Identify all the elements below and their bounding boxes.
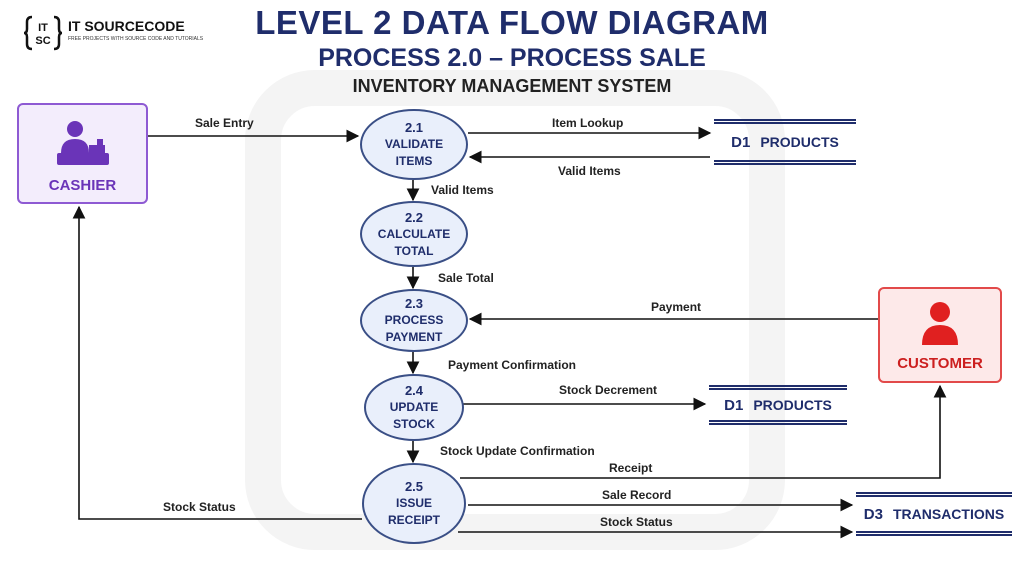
system-name: INVENTORY MANAGEMENT SYSTEM [352, 76, 672, 96]
process-name: PROCESS [384, 313, 444, 327]
flow-label-receipt: Receipt [609, 461, 653, 475]
process-name: ITEMS [395, 154, 433, 168]
datastore-name: PRODUCTS [753, 397, 832, 413]
process-number: 2.3 [404, 296, 424, 311]
process-2-2: 2.2 CALCULATE TOTAL [360, 201, 468, 267]
process-name: UPDATE [389, 400, 439, 414]
brand-tagline: FREE PROJECTS WITH SOURCE CODE AND TUTOR… [68, 36, 204, 42]
datastore-d1-products-2: D1 PRODUCTS [709, 385, 847, 425]
process-2-5: 2.5 ISSUE RECEIPT [362, 463, 466, 544]
process-2-1: 2.1 VALIDATE ITEMS [360, 109, 468, 180]
process-name: VALIDATE [384, 137, 444, 151]
process-number: 2.4 [404, 383, 424, 398]
datastore-d3-transactions: D3 TRANSACTIONS [856, 492, 1012, 536]
entity-customer-label: CUSTOMER [897, 355, 983, 372]
datastore-d1-products: D1 PRODUCTS [714, 119, 856, 165]
datastore-name: PRODUCTS [760, 134, 839, 150]
flow-label-stock-status-store: Stock Status [600, 515, 673, 529]
process-name: RECEIPT [387, 513, 440, 527]
process-name: TOTAL [394, 243, 434, 258]
brand-logo: IT SC IT SOURCECODE FREE PROJECTS WITH S… [23, 14, 203, 54]
arrow-stock-status-cashier [72, 205, 362, 520]
svg-text:IT: IT [38, 22, 48, 34]
flow-label-sale-record: Sale Record [602, 488, 672, 502]
flow-label-payment: Payment [651, 300, 702, 314]
process-name: ISSUE [395, 496, 432, 510]
process-2-4: 2.4 UPDATE STOCK [364, 374, 464, 441]
entity-cashier-label: CASHIER [48, 177, 117, 194]
process-name: STOCK [393, 417, 435, 431]
flow-label-sale-entry: Sale Entry [195, 116, 254, 130]
process-name: CALCULATE [377, 226, 451, 241]
cashier-icon [56, 121, 109, 165]
flow-label-item-lookup: Item Lookup [552, 116, 624, 130]
datastore-id: D1 [731, 133, 751, 151]
entity-customer: CUSTOMER [878, 287, 1002, 383]
process-2-3: 2.3 PROCESS PAYMENT [360, 289, 468, 352]
flow-label-valid-items: Valid Items [431, 183, 494, 197]
flow-label-stock-decrement: Stock Decrement [559, 383, 658, 397]
flow-label-payment-confirmation: Payment Confirmation [448, 358, 577, 372]
diagram-title: LEVEL 2 DATA FLOW DIAGRAM [255, 4, 769, 41]
svg-text:SC: SC [35, 35, 50, 47]
entity-cashier: CASHIER [17, 103, 148, 204]
flow-label-stock-update-confirmation: Stock Update Confirmation [440, 444, 595, 458]
flow-label-valid-items-return: Valid Items [558, 164, 621, 178]
datastore-id: D1 [724, 396, 744, 414]
process-name: PAYMENT [385, 330, 443, 344]
datastore-name: TRANSACTIONS [892, 506, 1005, 522]
datastore-id: D3 [863, 505, 883, 523]
brand-name: IT SOURCECODE [68, 18, 185, 34]
diagram-subtitle: PROCESS 2.0 – PROCESS SALE [318, 44, 706, 72]
flow-label-stock-status-cashier: Stock Status [163, 500, 236, 514]
process-number: 2.5 [404, 479, 424, 494]
flow-label-sale-total: Sale Total [438, 271, 494, 285]
person-icon [922, 302, 958, 345]
process-number: 2.2 [404, 209, 424, 225]
process-number: 2.1 [404, 120, 424, 135]
arrow-receipt [460, 384, 947, 479]
